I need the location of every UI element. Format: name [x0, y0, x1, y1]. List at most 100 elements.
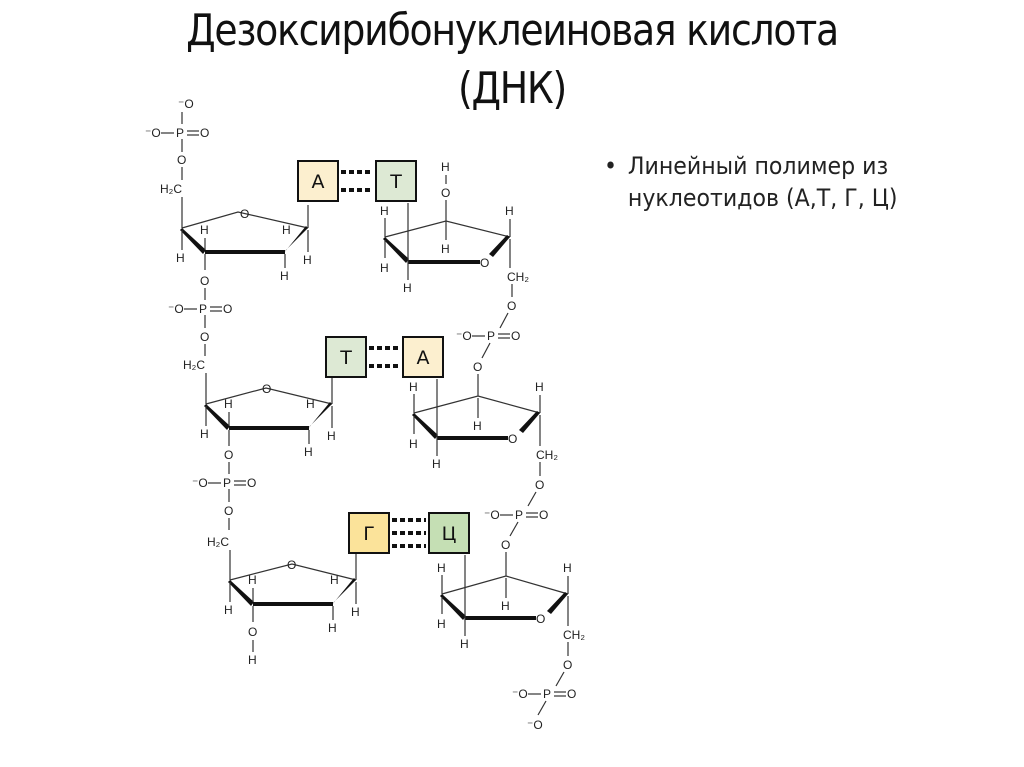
svg-text:O: O: [200, 274, 209, 288]
svg-text:O: O: [508, 432, 517, 446]
svg-text:P: P: [199, 302, 207, 316]
svg-text:P: P: [176, 126, 184, 140]
bullet-item: • Линейный полимер из нуклеотидов (А,Т, …: [604, 150, 972, 214]
svg-text:O: O: [501, 538, 510, 552]
svg-text:CH₂: CH₂: [563, 628, 585, 642]
svg-text:P: P: [515, 508, 523, 522]
svg-text:O: O: [247, 476, 256, 490]
deoxyribose-right-2: H H O H H H CH₂: [409, 379, 558, 476]
svg-text:O: O: [480, 256, 489, 270]
svg-text:⁻O: ⁻O: [456, 329, 472, 343]
phosphate-group-right-2: O ⁻O P O O: [484, 478, 548, 576]
svg-text:H₂C: H₂C: [160, 182, 182, 196]
svg-text:O: O: [567, 687, 576, 701]
svg-text:O: O: [539, 508, 548, 522]
svg-text:H: H: [200, 427, 209, 441]
svg-text:O: O: [262, 382, 271, 396]
title-line-2: (ДНК): [458, 63, 567, 114]
svg-text:H: H: [473, 419, 482, 433]
base-pair-1: А Т: [297, 160, 417, 202]
svg-text:O: O: [200, 330, 209, 344]
svg-text:O: O: [511, 329, 520, 343]
svg-text:H: H: [328, 621, 337, 635]
svg-text:H: H: [409, 380, 418, 394]
base-box-guanine: [348, 512, 390, 554]
svg-text:H: H: [282, 223, 291, 237]
svg-text:CH₂: CH₂: [507, 270, 529, 284]
deoxyribose-right-1: H O H H O H H H CH₂: [380, 160, 529, 297]
phosphate-group-left-3: O ⁻O P O O H₂C: [192, 448, 256, 549]
svg-text:O: O: [200, 126, 209, 140]
svg-text:⁻O: ⁻O: [178, 97, 194, 111]
svg-text:H: H: [224, 603, 233, 617]
svg-text:H: H: [501, 599, 510, 613]
phosphate-group-left-1: ⁻O ⁻O P O O H₂C: [145, 97, 209, 196]
svg-text:CH₂: CH₂: [536, 448, 558, 462]
svg-text:H: H: [432, 457, 441, 471]
deoxyribose-left-1: O H H H H H: [176, 197, 312, 283]
svg-text:H: H: [248, 573, 257, 587]
svg-text:H: H: [380, 261, 389, 275]
svg-text:Г: Г: [363, 523, 375, 545]
base-box-thymine: [375, 160, 417, 202]
svg-text:O: O: [223, 302, 232, 316]
svg-text:H: H: [409, 437, 418, 451]
svg-text:H: H: [505, 204, 514, 218]
svg-text:O: O: [441, 186, 450, 200]
svg-text:H: H: [224, 397, 233, 411]
svg-text:H: H: [441, 160, 450, 174]
svg-text:⁻O: ⁻O: [484, 508, 500, 522]
svg-text:O: O: [248, 625, 257, 639]
svg-text:O: O: [224, 448, 233, 462]
svg-text:H: H: [351, 605, 360, 619]
base-box-adenine: [297, 160, 339, 202]
svg-text:H₂C: H₂C: [207, 535, 229, 549]
svg-text:H: H: [330, 573, 339, 587]
deoxyribose-right-3: H H O H H H CH₂: [437, 555, 585, 656]
svg-text:А: А: [417, 347, 430, 369]
svg-text:H: H: [437, 617, 446, 631]
svg-text:P: P: [487, 329, 495, 343]
svg-text:P: P: [223, 476, 231, 490]
svg-text:O: O: [224, 504, 233, 518]
svg-text:H: H: [303, 253, 312, 267]
svg-text:H: H: [380, 204, 389, 218]
svg-text:⁻O: ⁻O: [527, 718, 543, 732]
svg-text:H: H: [280, 269, 289, 283]
svg-text:H: H: [563, 561, 572, 575]
svg-text:H: H: [441, 242, 450, 256]
left-strand: ⁻O ⁻O P O O H₂C O H H H H: [145, 97, 360, 667]
svg-text:H: H: [248, 653, 257, 667]
svg-text:O: O: [177, 153, 186, 167]
svg-text:⁻O: ⁻O: [145, 126, 161, 140]
bullet-list: • Линейный полимер из нуклеотидов (А,Т, …: [604, 150, 972, 214]
svg-text:H: H: [437, 561, 446, 575]
svg-text:Ц: Ц: [442, 523, 457, 545]
svg-text:H: H: [200, 223, 209, 237]
svg-text:H: H: [306, 397, 315, 411]
svg-text:H: H: [327, 429, 336, 443]
svg-text:⁻O: ⁻O: [168, 302, 184, 316]
svg-text:Т: Т: [389, 171, 402, 193]
svg-text:O: O: [536, 612, 545, 626]
phosphate-group-left-2: O ⁻O P O O H₂C: [168, 274, 232, 372]
svg-text:H: H: [535, 380, 544, 394]
base-pair-2: Т А: [325, 336, 444, 378]
svg-text:H: H: [176, 251, 185, 265]
base-box-thymine: [325, 336, 367, 378]
slide-title: Дезоксирибонуклеиновая кислота (ДНК): [72, 2, 953, 118]
svg-text:H: H: [403, 281, 412, 295]
svg-text:O: O: [563, 658, 572, 672]
svg-text:Т: Т: [339, 347, 352, 369]
svg-text:⁻O: ⁻O: [512, 687, 528, 701]
phosphate-group-right-3: O ⁻O P O ⁻O: [512, 658, 576, 732]
svg-text:H: H: [304, 445, 313, 459]
svg-text:⁻O: ⁻O: [192, 476, 208, 490]
bullet-text: Линейный полимер из нуклеотидов (А,Т, Г,…: [627, 152, 898, 212]
base-pair-3: Г Ц: [348, 512, 470, 554]
svg-text:O: O: [473, 360, 482, 374]
title-line-1: Дезоксирибонуклеиновая кислота: [186, 5, 839, 56]
bullet-icon: •: [604, 152, 618, 180]
base-box-cytosine: [428, 512, 470, 554]
